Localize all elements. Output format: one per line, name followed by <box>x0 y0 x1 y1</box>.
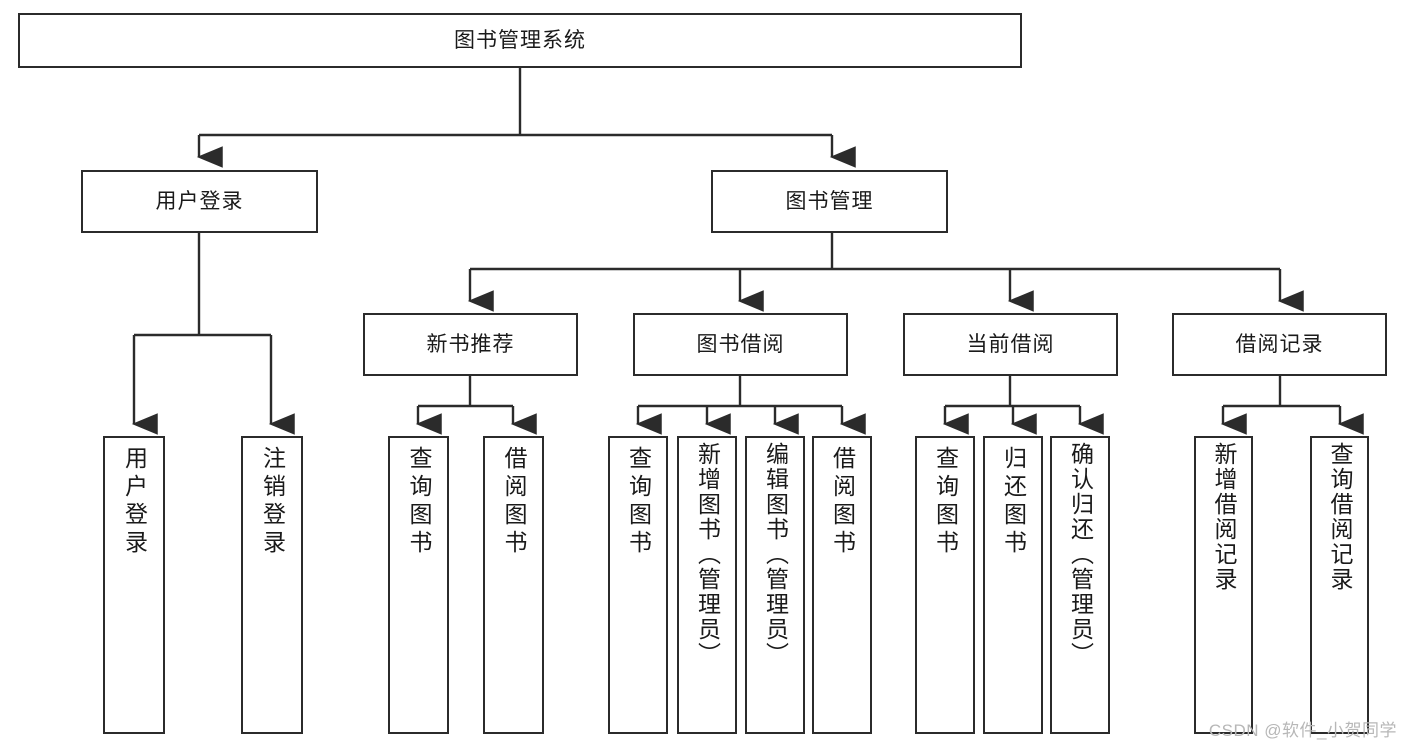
node-borrow-record[interactable]: 借阅记录 <box>1172 313 1387 376</box>
leaf-current-return-book-label: 归还图书 <box>1000 446 1027 558</box>
leaf-borrow-edit-book[interactable]: 编辑图书（管理员） <box>745 436 805 734</box>
node-root[interactable]: 图书管理系统 <box>18 13 1022 68</box>
node-book-borrow-label: 图书借阅 <box>696 332 785 356</box>
leaf-user-login-login[interactable]: 用户登录 <box>103 436 165 734</box>
leaf-recommend-query-book[interactable]: 查询图书 <box>388 436 449 734</box>
leaf-record-query-record-label: 查询借阅记录 <box>1327 442 1353 592</box>
node-book-borrow[interactable]: 图书借阅 <box>633 313 848 376</box>
leaf-borrow-edit-book-label: 编辑图书（管理员） <box>762 442 789 667</box>
leaf-record-add-record[interactable]: 新增借阅记录 <box>1194 436 1253 734</box>
node-new-book-recommend[interactable]: 新书推荐 <box>363 313 578 376</box>
leaf-user-login-logout-label: 注销登录 <box>259 446 286 558</box>
leaf-recommend-borrow-book-label: 借阅图书 <box>501 446 527 558</box>
leaf-borrow-add-book[interactable]: 新增图书（管理员） <box>677 436 737 734</box>
leaf-current-confirm-return[interactable]: 确认归还（管理员） <box>1050 436 1110 734</box>
node-current-borrow-label: 当前借阅 <box>966 332 1055 356</box>
leaf-borrow-query-book[interactable]: 查询图书 <box>608 436 668 734</box>
leaf-recommend-borrow-book[interactable]: 借阅图书 <box>483 436 544 734</box>
leaf-recommend-query-book-label: 查询图书 <box>406 446 432 558</box>
node-new-book-recommend-label: 新书推荐 <box>426 332 515 356</box>
leaf-borrow-borrow-book[interactable]: 借阅图书 <box>812 436 872 734</box>
leaf-borrow-add-book-label: 新增图书（管理员） <box>694 442 721 667</box>
leaf-record-query-record[interactable]: 查询借阅记录 <box>1310 436 1369 734</box>
leaf-current-query-book-label: 查询图书 <box>932 446 959 558</box>
node-book-management[interactable]: 图书管理 <box>711 170 948 233</box>
csdn-watermark: CSDN @软件_小贺同学 <box>1208 721 1397 740</box>
leaf-user-login-logout[interactable]: 注销登录 <box>241 436 303 734</box>
leaf-user-login-login-label: 用户登录 <box>121 446 148 558</box>
leaf-record-add-record-label: 新增借阅记录 <box>1211 442 1237 592</box>
node-book-management-label: 图书管理 <box>785 189 874 213</box>
leaf-borrow-query-book-label: 查询图书 <box>625 446 652 558</box>
node-user-login[interactable]: 用户登录 <box>81 170 318 233</box>
leaf-current-return-book[interactable]: 归还图书 <box>983 436 1043 734</box>
node-current-borrow[interactable]: 当前借阅 <box>903 313 1118 376</box>
node-borrow-record-label: 借阅记录 <box>1235 332 1324 356</box>
leaf-borrow-borrow-book-label: 借阅图书 <box>829 446 856 558</box>
node-root-label: 图书管理系统 <box>454 28 586 52</box>
node-user-login-label: 用户登录 <box>155 189 244 213</box>
leaf-current-query-book[interactable]: 查询图书 <box>915 436 975 734</box>
leaf-current-confirm-return-label: 确认归还（管理员） <box>1067 442 1094 667</box>
